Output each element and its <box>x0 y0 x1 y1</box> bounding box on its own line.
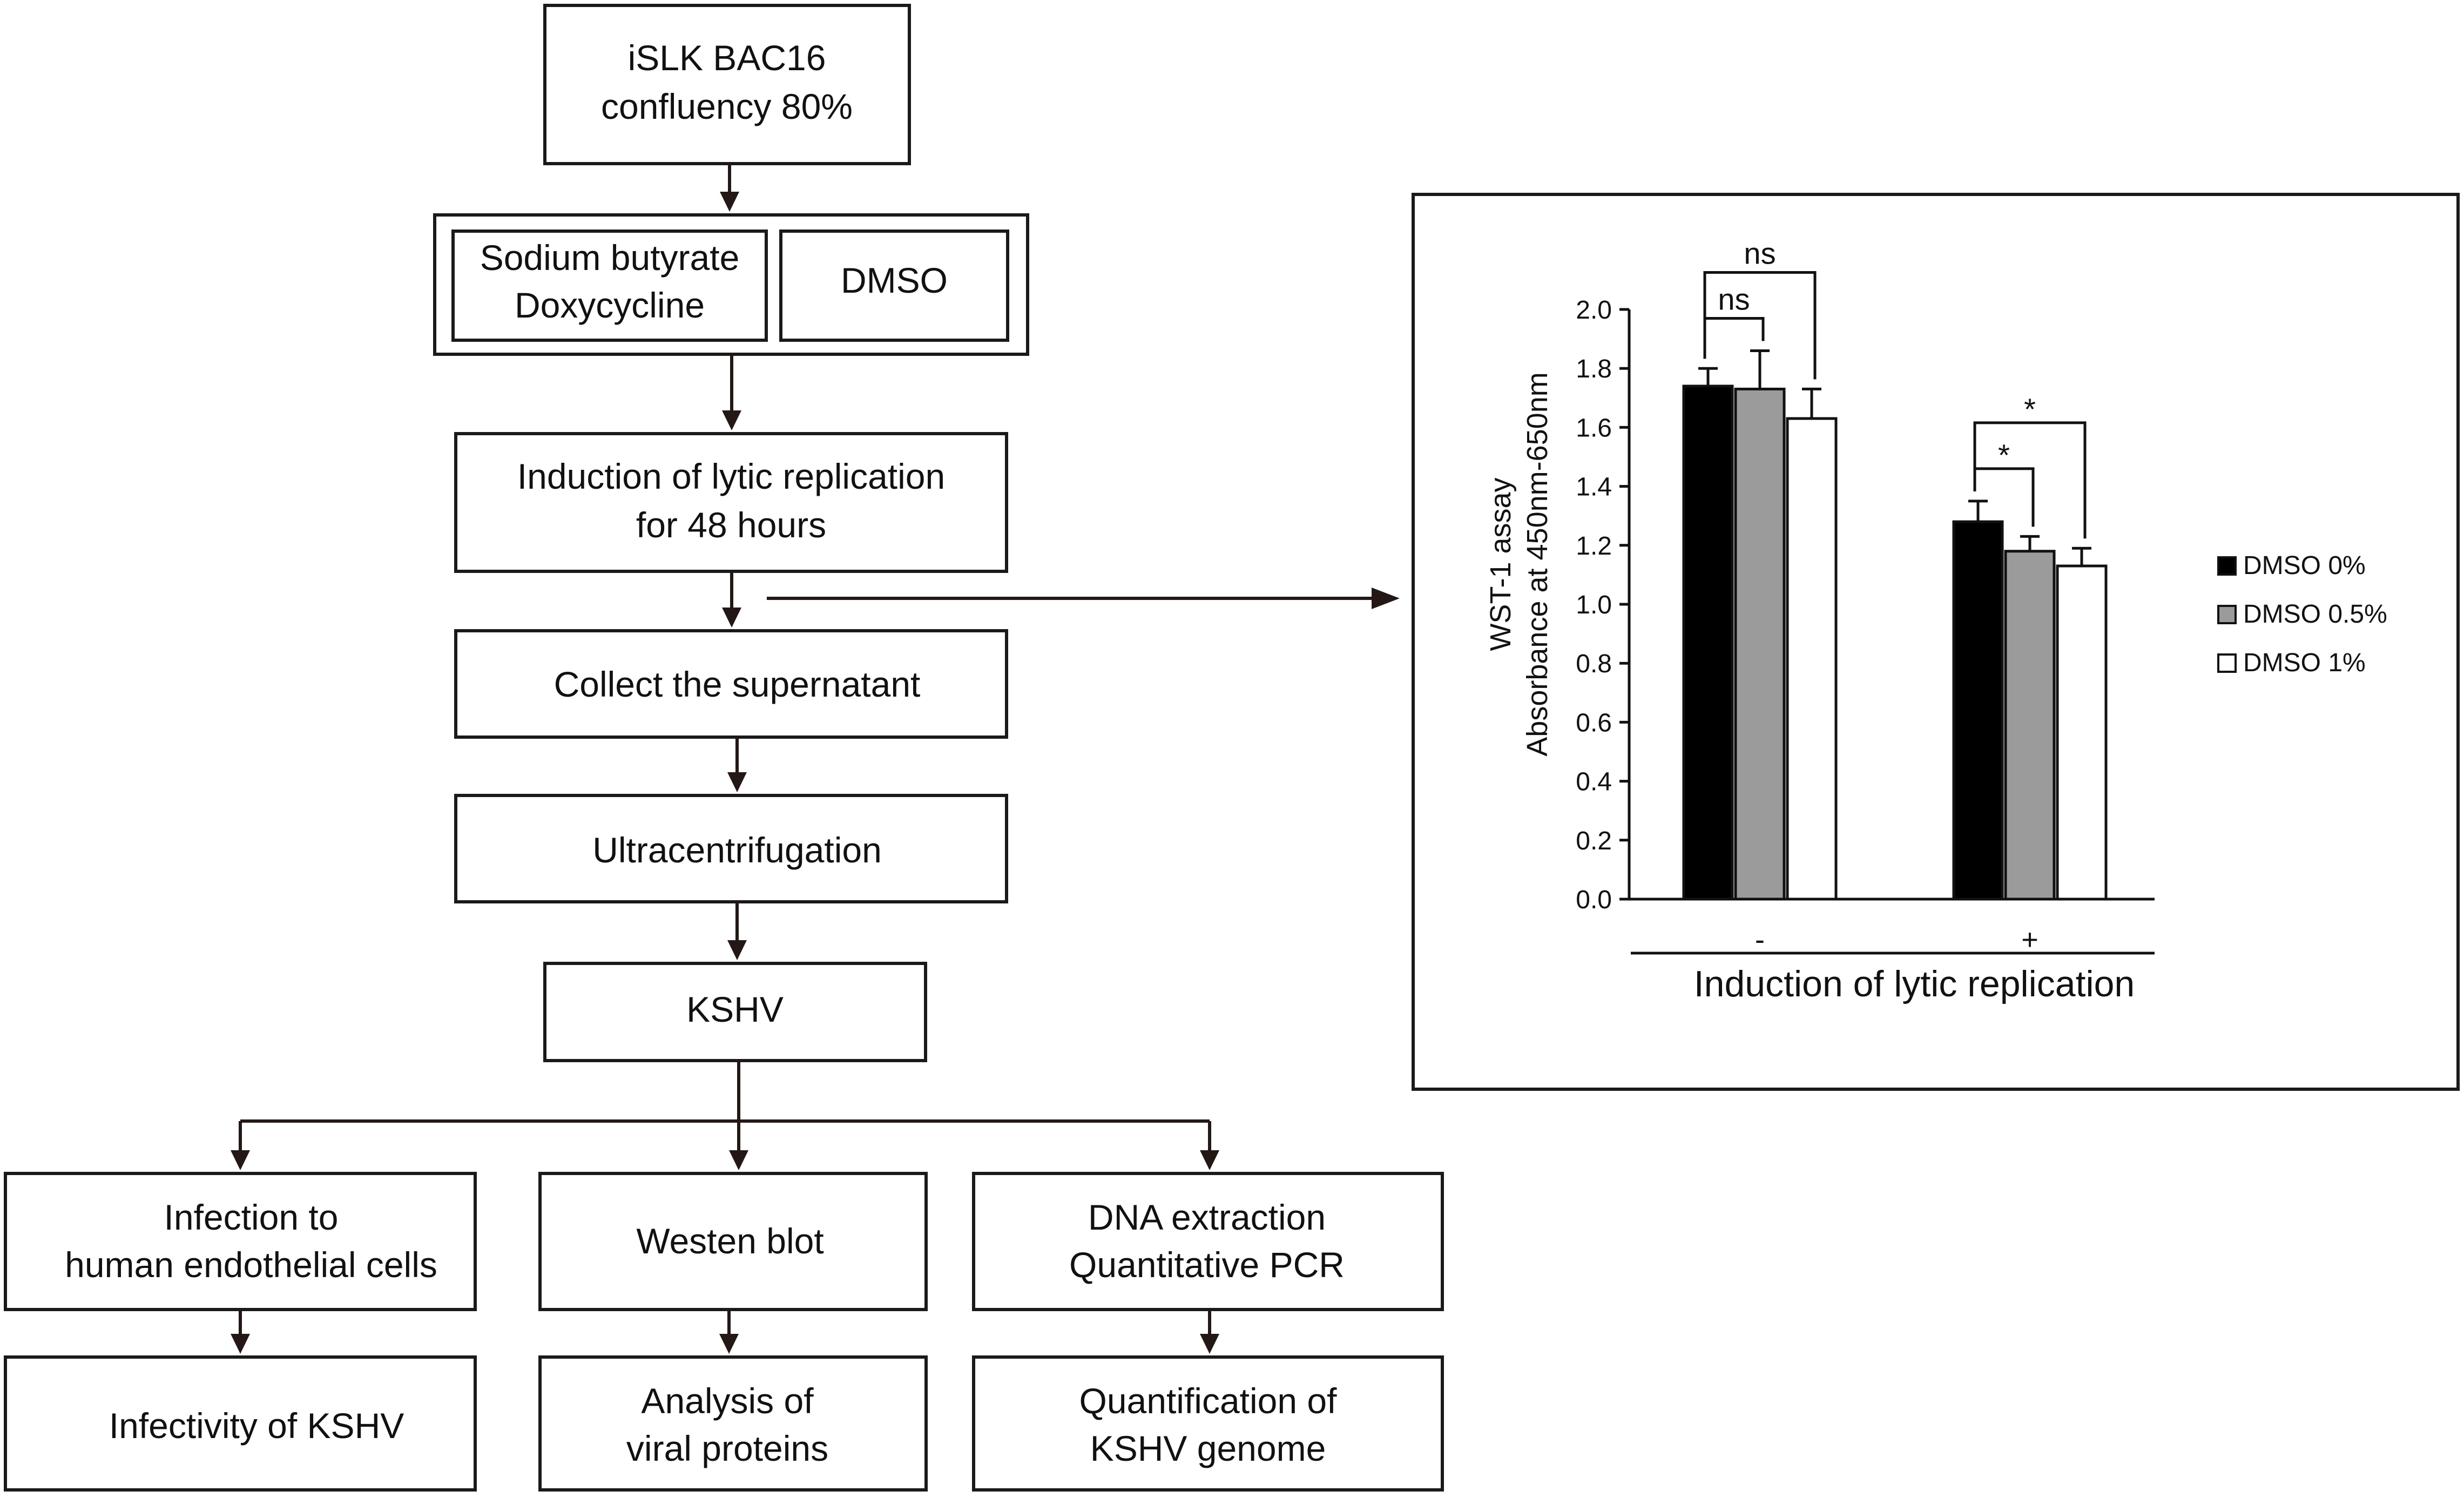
significance-label: ns <box>1744 236 1776 270</box>
y-tick-label: 0.2 <box>1576 827 1612 855</box>
dna-line2: Quantitative PCR <box>1069 1245 1345 1285</box>
infection-box <box>4 1172 477 1311</box>
legend-label: DMSO 0.5% <box>2243 600 2387 629</box>
y-axis-title-line2: Absorbance at 450nm-650nm <box>1521 372 1554 756</box>
x-axis-title: Induction of lytic replication <box>1694 963 2135 1004</box>
bar <box>1786 417 1838 901</box>
chart-panel-frame <box>1412 193 2460 1091</box>
significance-label: * <box>1998 438 2010 472</box>
analysis-line1: Analysis of <box>641 1381 814 1421</box>
y-tick-label: 1.4 <box>1576 473 1612 502</box>
infection-line1: Infection to <box>164 1197 339 1237</box>
kshv-label: KSHV <box>686 989 784 1029</box>
y-tick-label: 1.2 <box>1576 532 1612 561</box>
legend-label: DMSO 0% <box>2243 551 2366 580</box>
y-axis-title-line1: WST-1 assay <box>1484 477 1517 651</box>
y-tick-label: 1.8 <box>1576 355 1612 383</box>
bar <box>2056 564 2108 901</box>
significance-bracket <box>1703 271 1817 380</box>
induction-box <box>454 432 1008 573</box>
legend-swatch <box>2217 556 2237 576</box>
significance-label: ns <box>1718 282 1750 316</box>
ultra-label: Ultracentrifugation <box>592 830 882 870</box>
category-label: + <box>2021 923 2038 956</box>
legend-swatch <box>2217 605 2237 624</box>
collect-box <box>454 629 1008 739</box>
y-tick-label: 0.0 <box>1576 886 1612 914</box>
western-label: Westen blot <box>636 1221 823 1261</box>
quant-box <box>972 1355 1444 1492</box>
start-line1: iSLK BAC16 <box>628 38 826 78</box>
y-tick-label: 0.4 <box>1576 768 1612 797</box>
induction-line1: Induction of lytic replication <box>517 456 945 496</box>
treat-b-label: DMSO <box>841 260 948 300</box>
flow-connectors <box>231 164 1400 1354</box>
infection-line2: human endothelial cells <box>65 1245 437 1285</box>
category-label: - <box>1755 923 1765 956</box>
bar <box>2004 550 2056 901</box>
infectivity-box <box>4 1355 477 1492</box>
significance-bracket <box>1973 421 2087 539</box>
treat-b-box <box>779 230 1009 342</box>
infectivity-label: Infectivity of KSHV <box>109 1406 404 1446</box>
bar <box>1734 387 1786 901</box>
treat-a-line1: Sodium butyrate <box>480 238 740 278</box>
collect-label: Collect the supernatant <box>554 664 921 704</box>
treat-a-box <box>451 230 768 342</box>
legend-swatch <box>2217 653 2237 673</box>
y-tick-label: 1.6 <box>1576 414 1612 442</box>
y-tick-label: 0.6 <box>1576 708 1612 737</box>
bar <box>1682 384 1734 901</box>
dna-line1: DNA extraction <box>1088 1197 1326 1237</box>
wst1-bar-chart: WST-1 assay Absorbance at 450nm-650nm In… <box>1484 236 2387 1004</box>
induction-line2: for 48 hours <box>636 505 826 545</box>
significance-label: * <box>2024 392 2036 426</box>
y-tick-label: 1.0 <box>1576 591 1612 619</box>
flowchart: iSLK BAC16 confluency 80% Sodium butyrat… <box>4 4 1444 1492</box>
y-tick-label: 0.8 <box>1576 650 1612 678</box>
bar <box>1952 520 2004 901</box>
start-line2: confluency 80% <box>601 86 853 126</box>
legend-label: DMSO 1% <box>2243 649 2366 677</box>
quant-line2: KSHV genome <box>1090 1428 1326 1468</box>
analysis-line2: viral proteins <box>626 1428 828 1468</box>
analysis-box <box>538 1355 928 1492</box>
ultra-box <box>454 794 1008 903</box>
treat-a-line2: Doxycycline <box>515 285 705 325</box>
quant-line1: Quantification of <box>1079 1381 1338 1421</box>
y-tick-label: 2.0 <box>1576 296 1612 325</box>
kshv-box <box>543 962 927 1062</box>
dna-box <box>972 1172 1444 1311</box>
start-box <box>543 4 911 165</box>
western-box <box>538 1172 928 1311</box>
